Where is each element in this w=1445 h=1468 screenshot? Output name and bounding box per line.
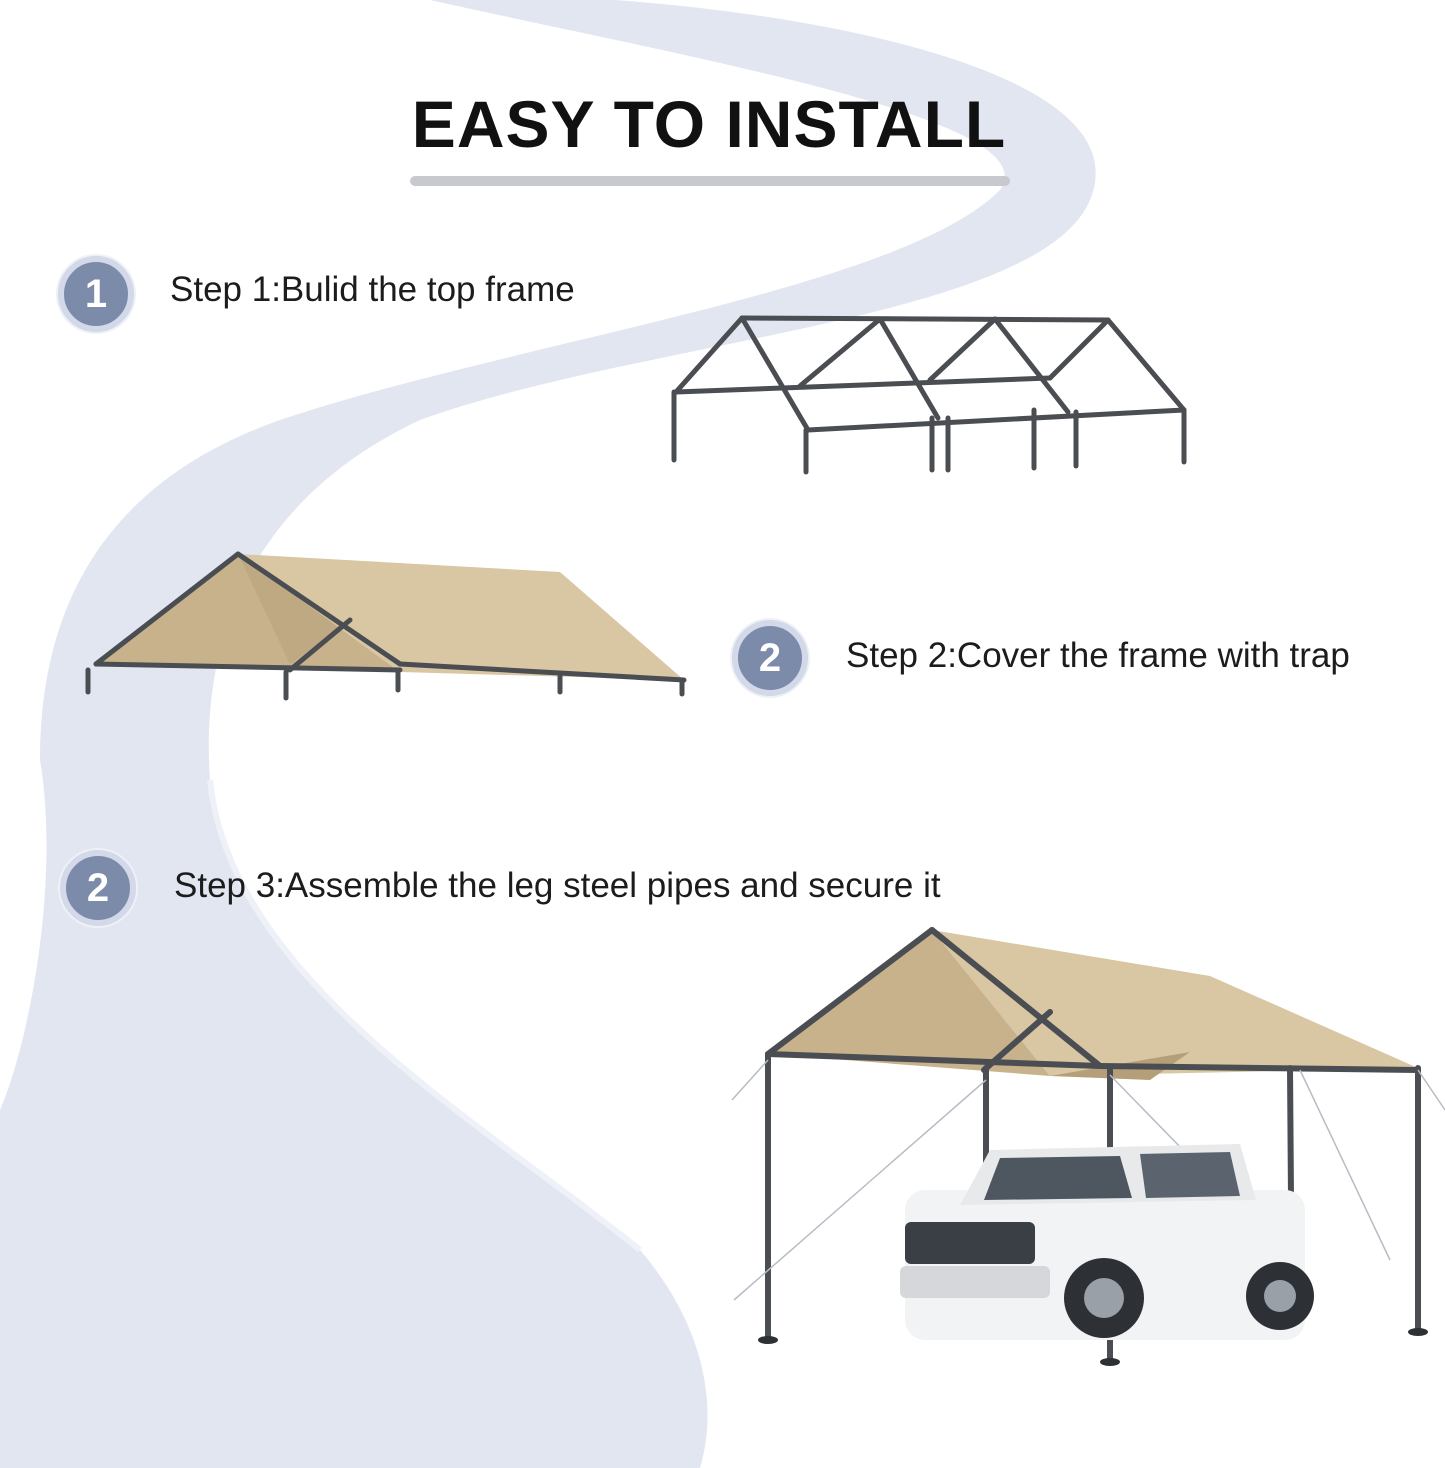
step-2-text: Step 2:Cover the frame with trap [846, 636, 1350, 675]
step-2-badge: 2 [732, 620, 808, 696]
title-underline [410, 176, 1010, 186]
page-title: EASY TO INSTALL [411, 87, 1007, 161]
winding-road-graphic [0, 0, 1096, 1468]
step-3-badge: 2 [60, 850, 136, 926]
pickup-truck-image [900, 1144, 1314, 1340]
carport-image [731, 927, 1445, 1366]
road-edge-highlight [207, 779, 642, 1253]
step-1-text: Step 1:Bulid the top frame [170, 270, 575, 309]
step-1-badge: 1 [58, 256, 134, 332]
step-3-text: Step 3:Assemble the leg steel pipes and … [174, 866, 941, 905]
covered-frame-image [85, 551, 687, 701]
top-frame-image [671, 315, 1187, 475]
